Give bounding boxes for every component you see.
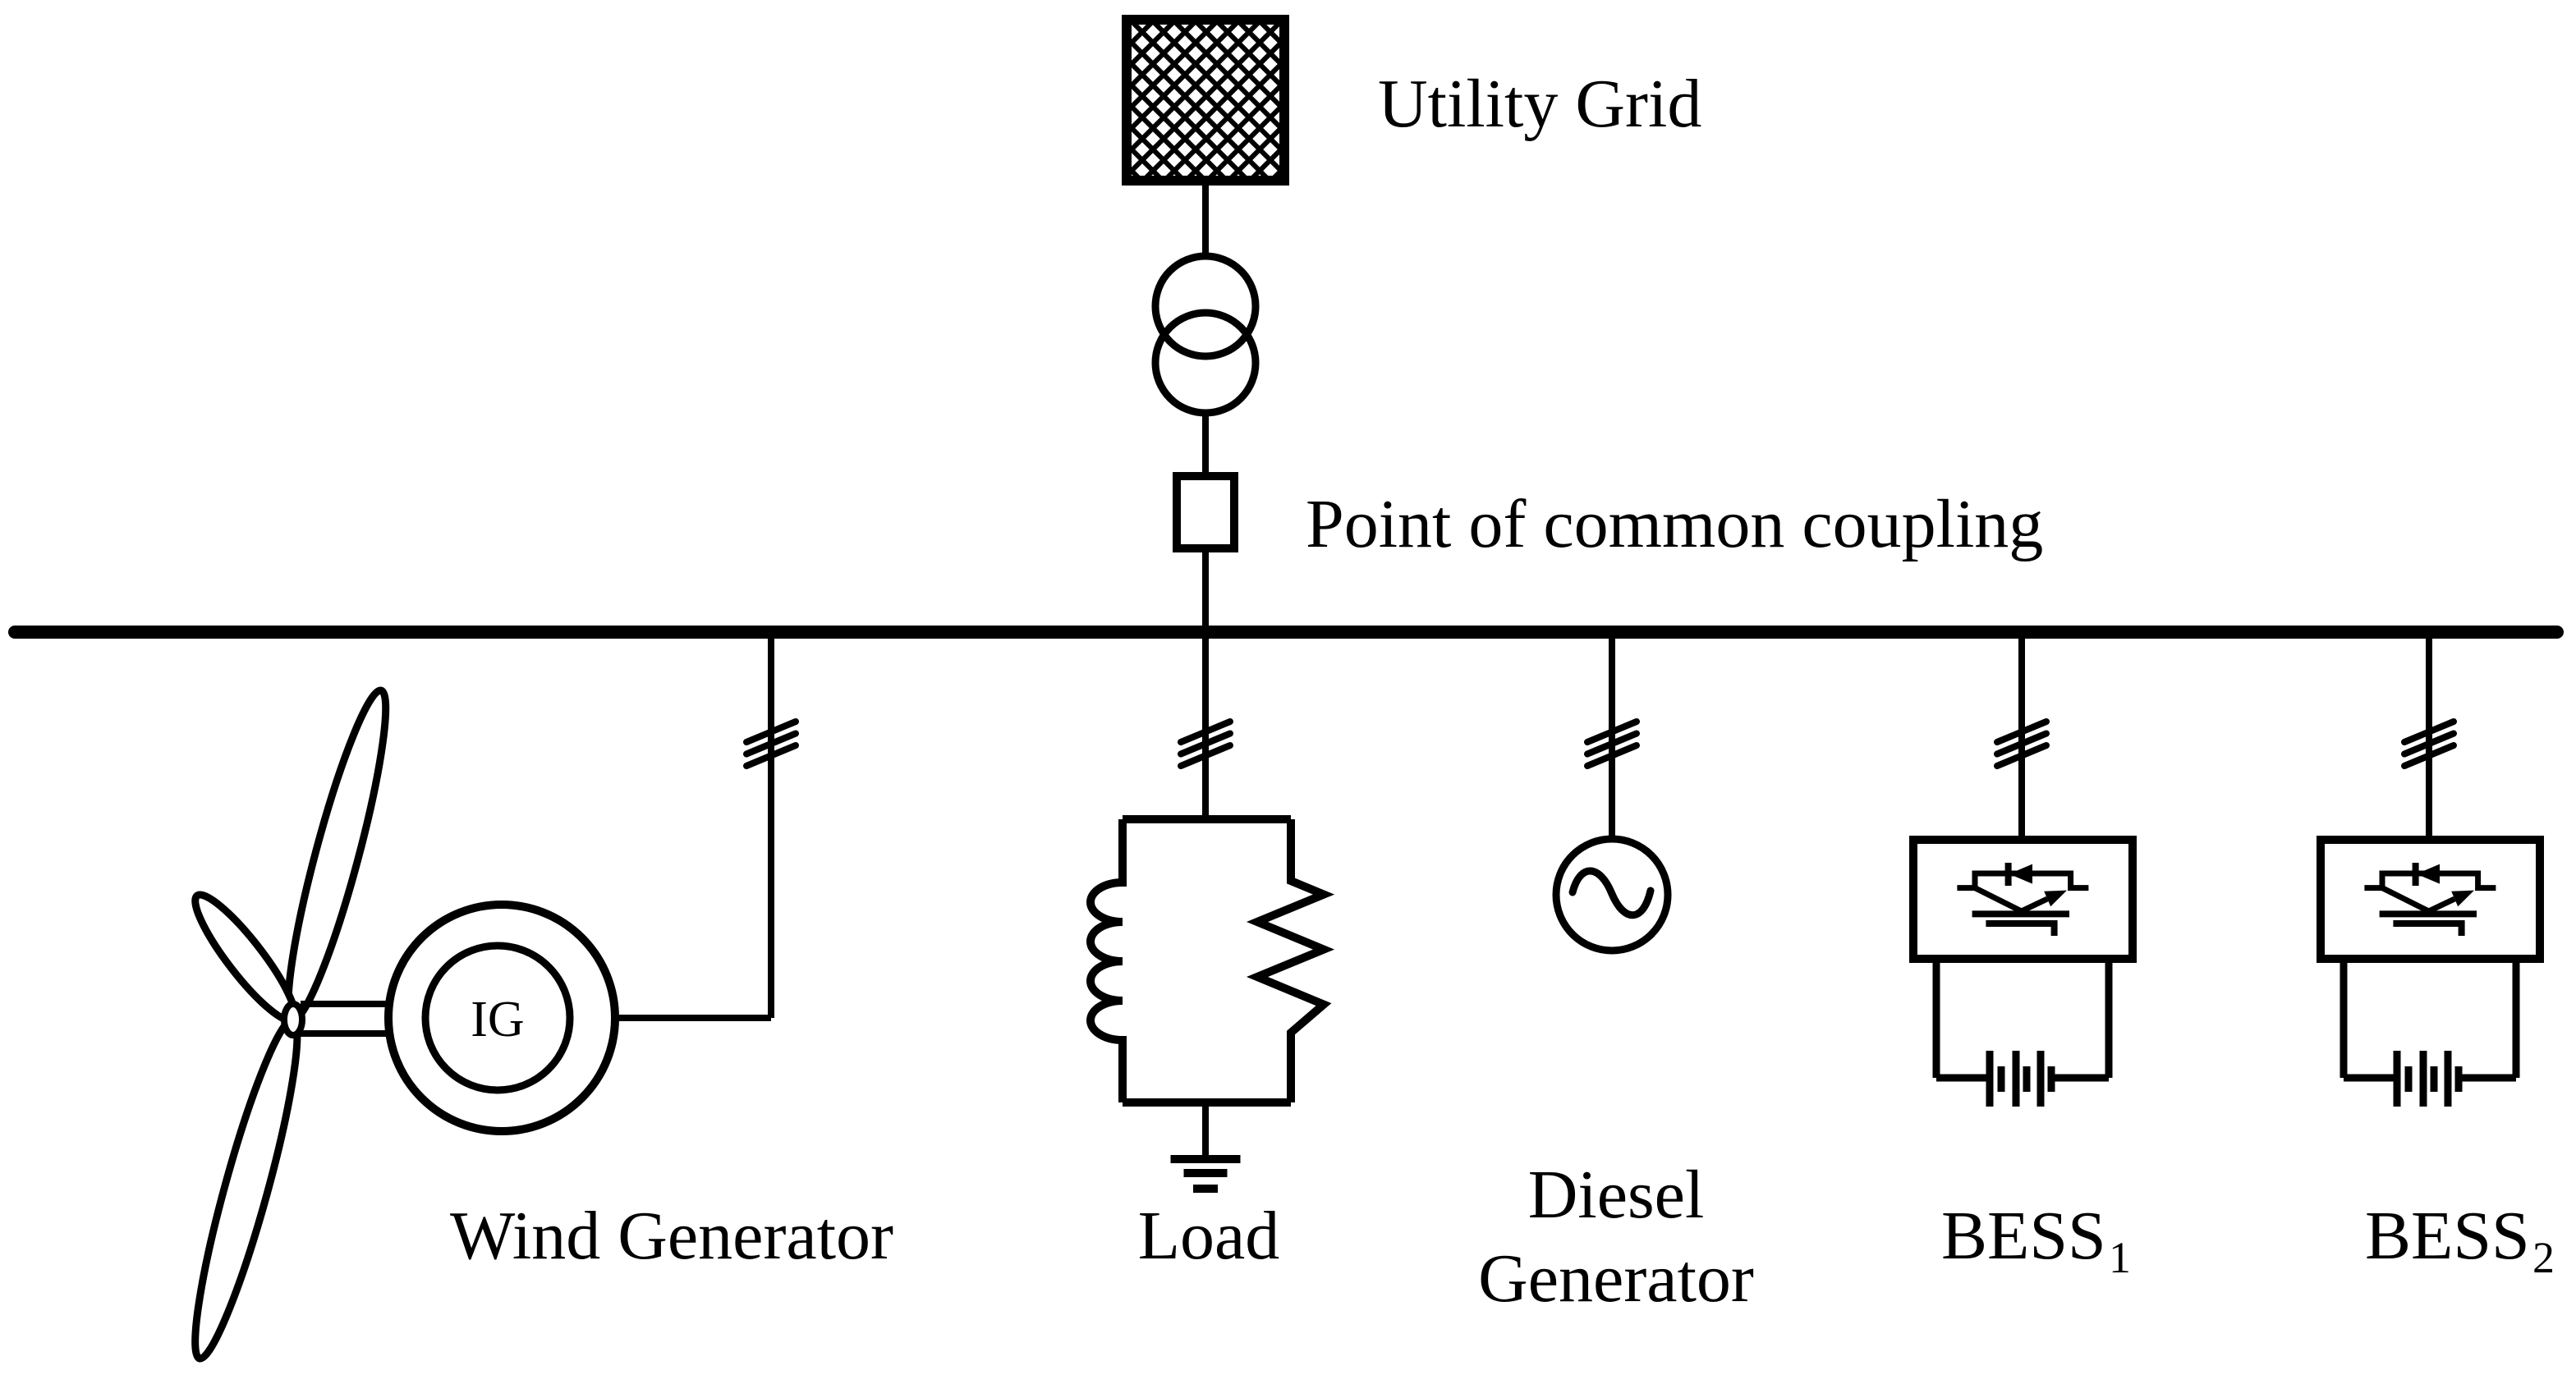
ground-icon xyxy=(1170,1102,1241,1193)
turbine-hub xyxy=(281,1001,305,1038)
bess1-unit xyxy=(1913,632,2133,1107)
bess2-branch: BESS 2 xyxy=(2321,632,2555,1282)
bess2-label: BESS xyxy=(2365,1198,2530,1274)
bess1-subscript: 1 xyxy=(2109,1233,2131,1282)
load-branch: Load xyxy=(1086,632,1335,1274)
load-label: Load xyxy=(1138,1198,1280,1274)
diesel-label-line1: Diesel xyxy=(1528,1157,1705,1233)
pcc-label: Point of common coupling xyxy=(1306,486,2043,562)
bess2-subscript: 2 xyxy=(2532,1233,2555,1282)
pcc-breaker-icon xyxy=(1173,472,1238,552)
utility-grid-icon xyxy=(1122,15,1289,186)
bess1-branch: BESS 1 xyxy=(1913,632,2133,1282)
load-icon xyxy=(1086,815,1335,1107)
diesel-generator-branch: Diesel Generator xyxy=(1478,632,1754,1317)
bess1-label: BESS xyxy=(1941,1198,2106,1274)
bess2-unit xyxy=(2321,632,2540,1107)
inductor-icon xyxy=(1086,819,1127,1102)
wind-generator-branch: IG Wind Generator xyxy=(191,632,893,1363)
sine-wave-icon xyxy=(1568,867,1655,919)
induction-generator-icon: IG xyxy=(384,901,619,1135)
utility-grid-label: Utility Grid xyxy=(1378,66,1701,142)
transformer-icon xyxy=(1151,252,1260,417)
utility-grid-branch: Utility Grid Point of common coupling xyxy=(1122,15,2043,639)
diesel-label-line2: Generator xyxy=(1478,1240,1754,1317)
resistor-icon xyxy=(1246,819,1335,1102)
wind-generator-label: Wind Generator xyxy=(450,1198,893,1274)
wind-turbine-icon xyxy=(191,686,390,1363)
ig-label: IG xyxy=(471,992,524,1047)
ac-source-icon xyxy=(1552,835,1672,955)
